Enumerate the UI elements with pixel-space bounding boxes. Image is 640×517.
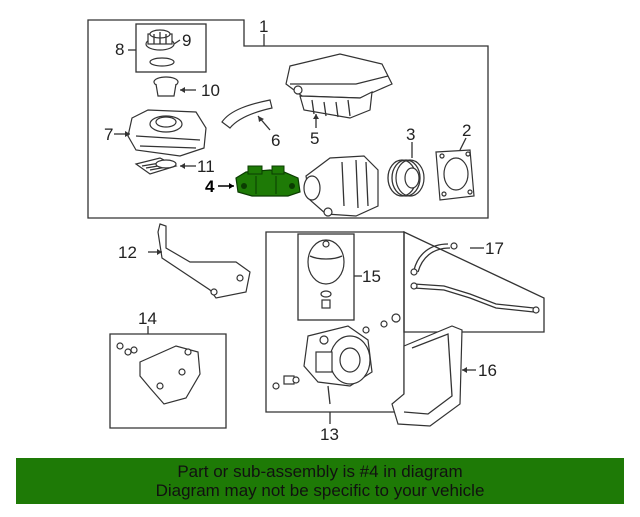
mount-bracket-part-14	[116, 342, 201, 405]
callout-9: 9	[182, 31, 191, 50]
cover-part-16	[391, 325, 463, 427]
banner-line-1: Part or sub-assembly is #4 in diagram	[177, 462, 463, 481]
callout-16: 16	[478, 361, 497, 380]
callout-11: 11	[197, 157, 215, 176]
inset-8-9-frame	[135, 23, 207, 73]
hose-part	[221, 99, 273, 129]
banner-line-2: Diagram may not be specific to your vehi…	[155, 481, 485, 500]
callout-3: 3	[406, 125, 415, 144]
callout-6: 6	[271, 131, 280, 150]
callout-1: 1	[259, 17, 268, 36]
accumulator-part	[307, 239, 345, 309]
master-cylinder-part-highlighted	[235, 165, 301, 197]
seal-part-3	[387, 159, 425, 197]
strainer-part	[153, 76, 179, 97]
brake-pipes-part	[410, 242, 540, 314]
bracket-box-14	[109, 333, 227, 429]
bracket-part-12	[157, 223, 251, 299]
modulator-unit-part	[272, 313, 401, 405]
accumulator-box-15	[297, 233, 355, 321]
cap-seal-part	[149, 57, 175, 67]
callout-7: 7	[104, 125, 113, 144]
callout-8: 8	[115, 40, 124, 59]
assembly-1-frame	[87, 19, 489, 219]
callout-12: 12	[118, 243, 137, 262]
callout-13: 13	[320, 425, 339, 444]
callout-17: 17	[485, 239, 504, 258]
callout-14: 14	[138, 309, 157, 328]
reservoir-cap-part	[145, 29, 175, 51]
callout-5: 5	[310, 129, 319, 148]
callout-10: 10	[201, 81, 220, 100]
reservoir-part	[127, 109, 207, 157]
brake-booster-part	[303, 155, 379, 217]
filter-screen-part	[134, 157, 178, 175]
tank-part	[285, 53, 393, 119]
info-banner: Part or sub-assembly is #4 in diagram Di…	[16, 458, 624, 504]
pipes-box-17	[403, 230, 545, 333]
callout-4: 4	[205, 177, 215, 196]
gasket-part-2	[435, 149, 475, 201]
callout-2: 2	[462, 121, 471, 140]
callout-15: 15	[362, 267, 381, 286]
